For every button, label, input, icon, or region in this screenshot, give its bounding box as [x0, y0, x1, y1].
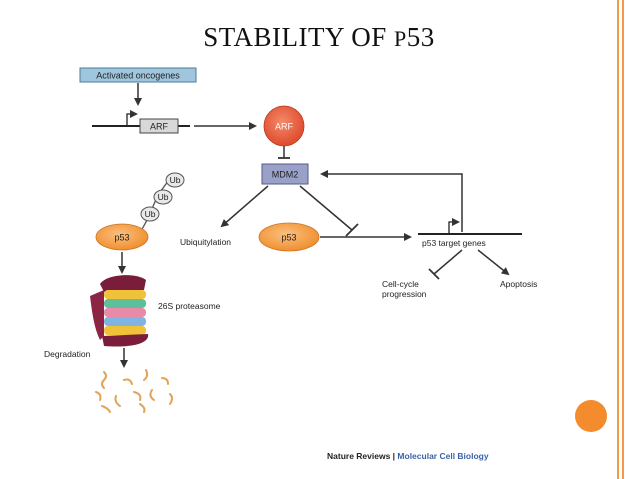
p53-left-ellipse: [95, 223, 149, 251]
title-number: 53: [406, 22, 435, 52]
proteasome-cap-side: [90, 290, 104, 340]
cell-cycle-label-line2: progression: [382, 289, 427, 299]
proteasome-ring-4: [104, 317, 146, 326]
proteasome-ring-1: [104, 290, 146, 299]
arf-gene-label: ARF: [150, 122, 169, 132]
activated-oncogenes-label: Activated oncogenes: [96, 71, 180, 81]
inhibit-cell-cycle: [433, 249, 463, 275]
ub-label-2: Ub: [158, 192, 169, 202]
arrow-to-apoptosis: [477, 249, 510, 276]
title-small-caps: P: [394, 26, 407, 51]
activated-oncogenes-box: [79, 67, 197, 83]
fragment-8: [149, 389, 155, 401]
arf-gene-box: [139, 118, 179, 134]
fragment-10: [101, 405, 111, 413]
target-genes-label: p53 target genes: [422, 238, 486, 248]
fragment-11: [139, 403, 146, 413]
fragment-6: [114, 395, 121, 407]
ub-bead-3: [140, 206, 160, 222]
mdm2-box: [261, 163, 309, 185]
mdm2-label: MDM2: [272, 170, 299, 180]
fragment-4: [161, 377, 169, 385]
inhibit-mdm2-transactivation: [299, 185, 353, 231]
credit-separator: |: [390, 451, 397, 461]
title-main: STABILITY OF: [203, 22, 395, 52]
arf-promoter-arrow: [126, 110, 138, 126]
p53-center-label: p53: [281, 233, 296, 243]
proteasome-ring-3: [104, 308, 146, 317]
credit-publisher: Nature Reviews: [327, 451, 391, 461]
peptide-fragments: [95, 369, 173, 413]
fragment-9: [169, 393, 173, 405]
slide-title: STABILITY OF P53: [0, 22, 638, 53]
arf-protein-label: ARF: [275, 122, 294, 132]
slide-border-right-inner: [622, 0, 624, 479]
inhibit-mdm2-transactivation-bar: [345, 223, 359, 237]
ub-label-3: Ub: [145, 209, 156, 219]
proteasome-ring-5: [104, 326, 146, 335]
fragment-5: [95, 391, 102, 401]
fragment-3: [143, 369, 149, 381]
inhibit-cell-cycle-bar: [428, 268, 440, 280]
ub-chain-link: [139, 175, 173, 233]
cell-cycle-label-line1: Cell-cycle: [382, 279, 419, 289]
proteasome-cap-top: [100, 275, 146, 292]
target-promoter-arrow: [448, 218, 460, 234]
fragment-2: [123, 378, 133, 385]
proteasome-cap-bottom: [102, 334, 149, 347]
apoptosis-label: Apoptosis: [500, 279, 537, 289]
arrow-mdm2-to-ubiquitylation: [220, 185, 269, 228]
ub-bead-2: [153, 189, 173, 205]
ub-label-1: Ub: [170, 175, 181, 185]
proteasome-ring-2: [104, 299, 146, 308]
ubiquitylation-label: Ubiquitylation: [180, 237, 231, 247]
slide-border-right: [617, 0, 619, 479]
fragment-1: [101, 371, 107, 389]
degradation-label: Degradation: [44, 349, 91, 359]
ub-bead-1: [165, 172, 185, 188]
proteasome-26s: [90, 275, 149, 347]
credit-journal: Molecular Cell Biology: [397, 451, 488, 461]
feedback-arrow-to-mdm2: [320, 170, 463, 232]
p53-left-label: p53: [114, 233, 129, 243]
fragment-7: [133, 391, 142, 401]
p53-center-ellipse: [258, 222, 320, 252]
decorative-corner-dot: [575, 400, 607, 432]
proteasome-label: 26S proteasome: [158, 301, 221, 311]
credit-line: Nature Reviews | Molecular Cell Biology: [327, 451, 489, 461]
